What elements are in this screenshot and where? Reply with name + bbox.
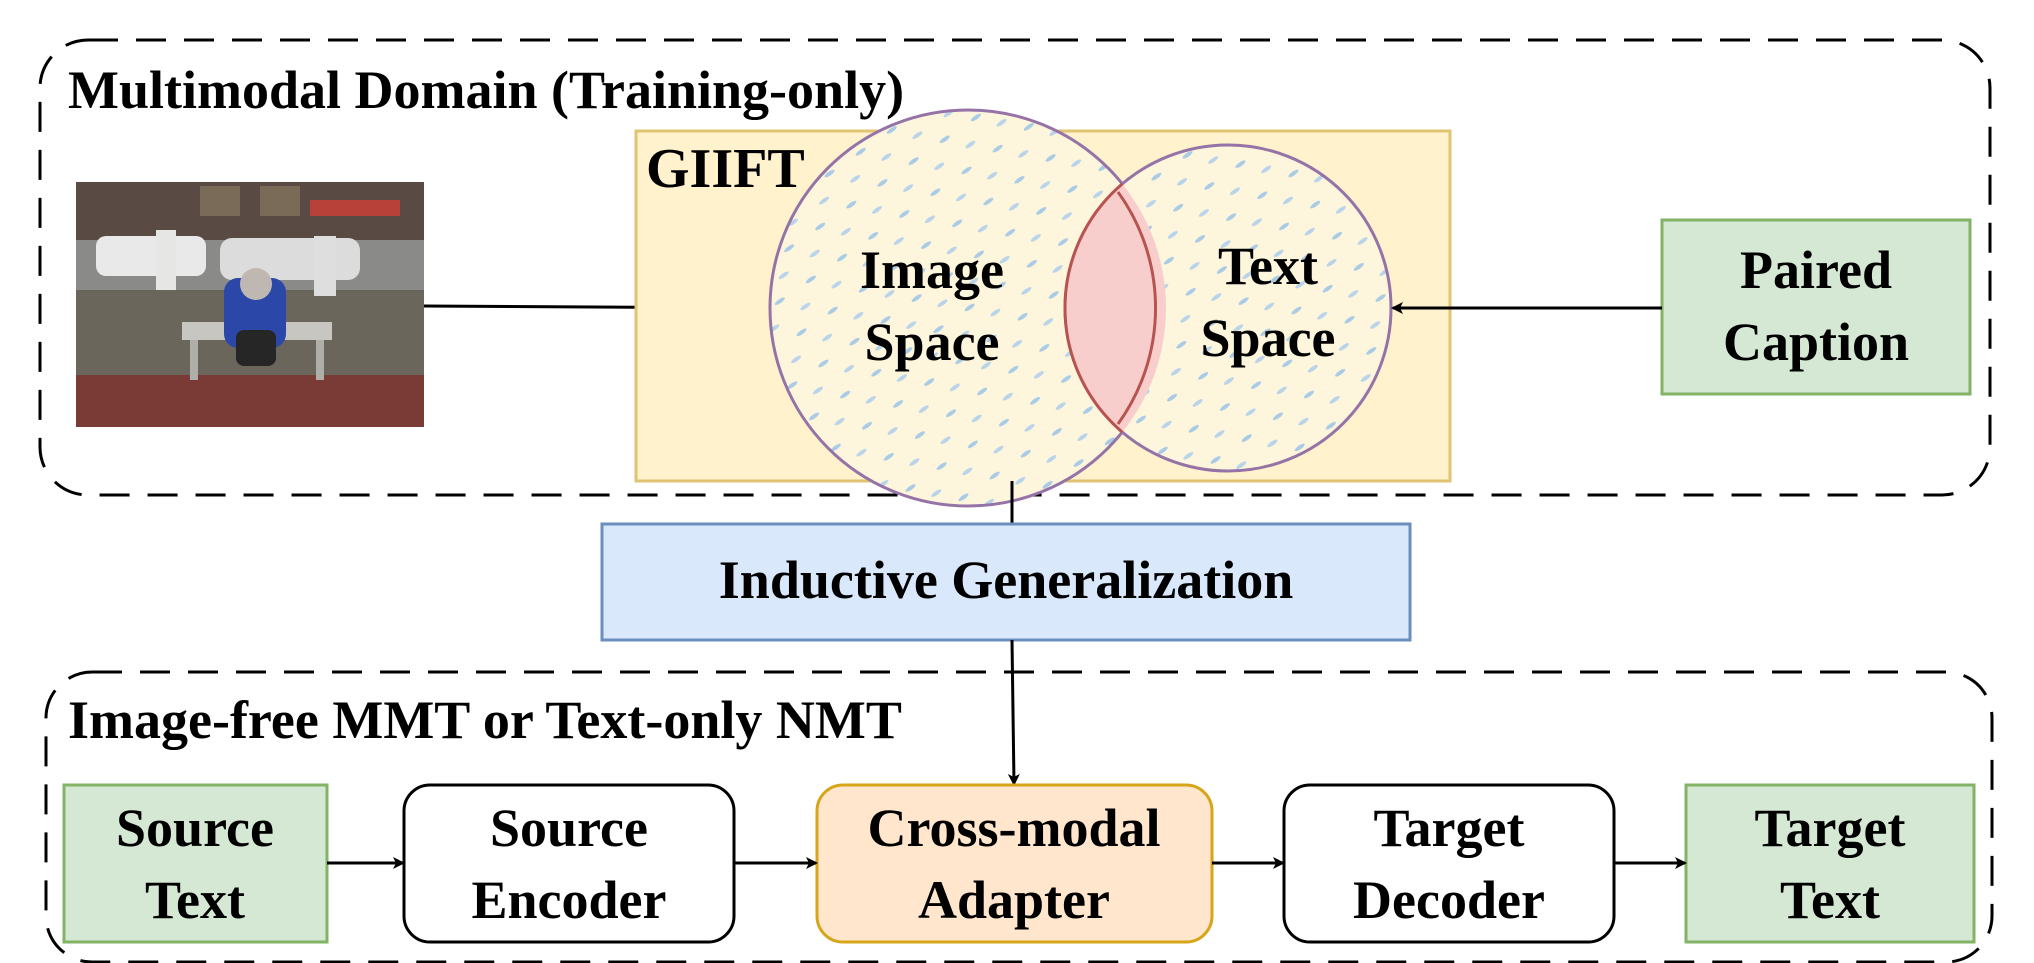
target-decoder-line1: Target bbox=[1374, 798, 1525, 858]
paired-caption-box bbox=[1660, 218, 1972, 396]
image-space-outline bbox=[1116, 191, 1158, 425]
target-text-line1: Target bbox=[1755, 798, 1906, 858]
target-decoder-line2: Decoder bbox=[1353, 870, 1545, 930]
image-space-label-line1: Image bbox=[860, 240, 1004, 300]
target-text-line2: Text bbox=[1780, 870, 1880, 930]
space-intersection bbox=[1063, 143, 1166, 473]
image-free-region bbox=[44, 670, 1994, 963]
source-encoder-line1: Source bbox=[490, 798, 648, 858]
inductive-generalization-label: Inductive Generalization bbox=[719, 550, 1293, 610]
source-encoder-line2: Encoder bbox=[472, 870, 667, 930]
text-space-label-line1: Text bbox=[1218, 236, 1318, 296]
inductive-generalization-box bbox=[600, 522, 1412, 642]
paired-caption-line1: Paired bbox=[1740, 240, 1892, 300]
paired-caption-line2: Caption bbox=[1723, 312, 1909, 372]
multimodal-region-title: Multimodal Domain (Training-only) bbox=[68, 60, 904, 120]
text-space-label-line2: Space bbox=[1201, 308, 1336, 368]
target-text-box bbox=[1684, 783, 1976, 944]
cross-modal-adapter-line1: Cross-modal bbox=[867, 798, 1160, 858]
street-photo-icon bbox=[76, 182, 424, 427]
giift-label: GIIFT bbox=[646, 138, 805, 200]
image-space-label-line2: Space bbox=[865, 312, 1000, 372]
arrow-inductive-to-adapter bbox=[1007, 639, 1020, 786]
source-text-line2: Text bbox=[145, 870, 245, 930]
source-text-line1: Source bbox=[116, 798, 274, 858]
cross-modal-adapter-line2: Adapter bbox=[918, 870, 1110, 930]
image-free-region-title: Image-free MMT or Text-only NMT bbox=[68, 690, 902, 750]
